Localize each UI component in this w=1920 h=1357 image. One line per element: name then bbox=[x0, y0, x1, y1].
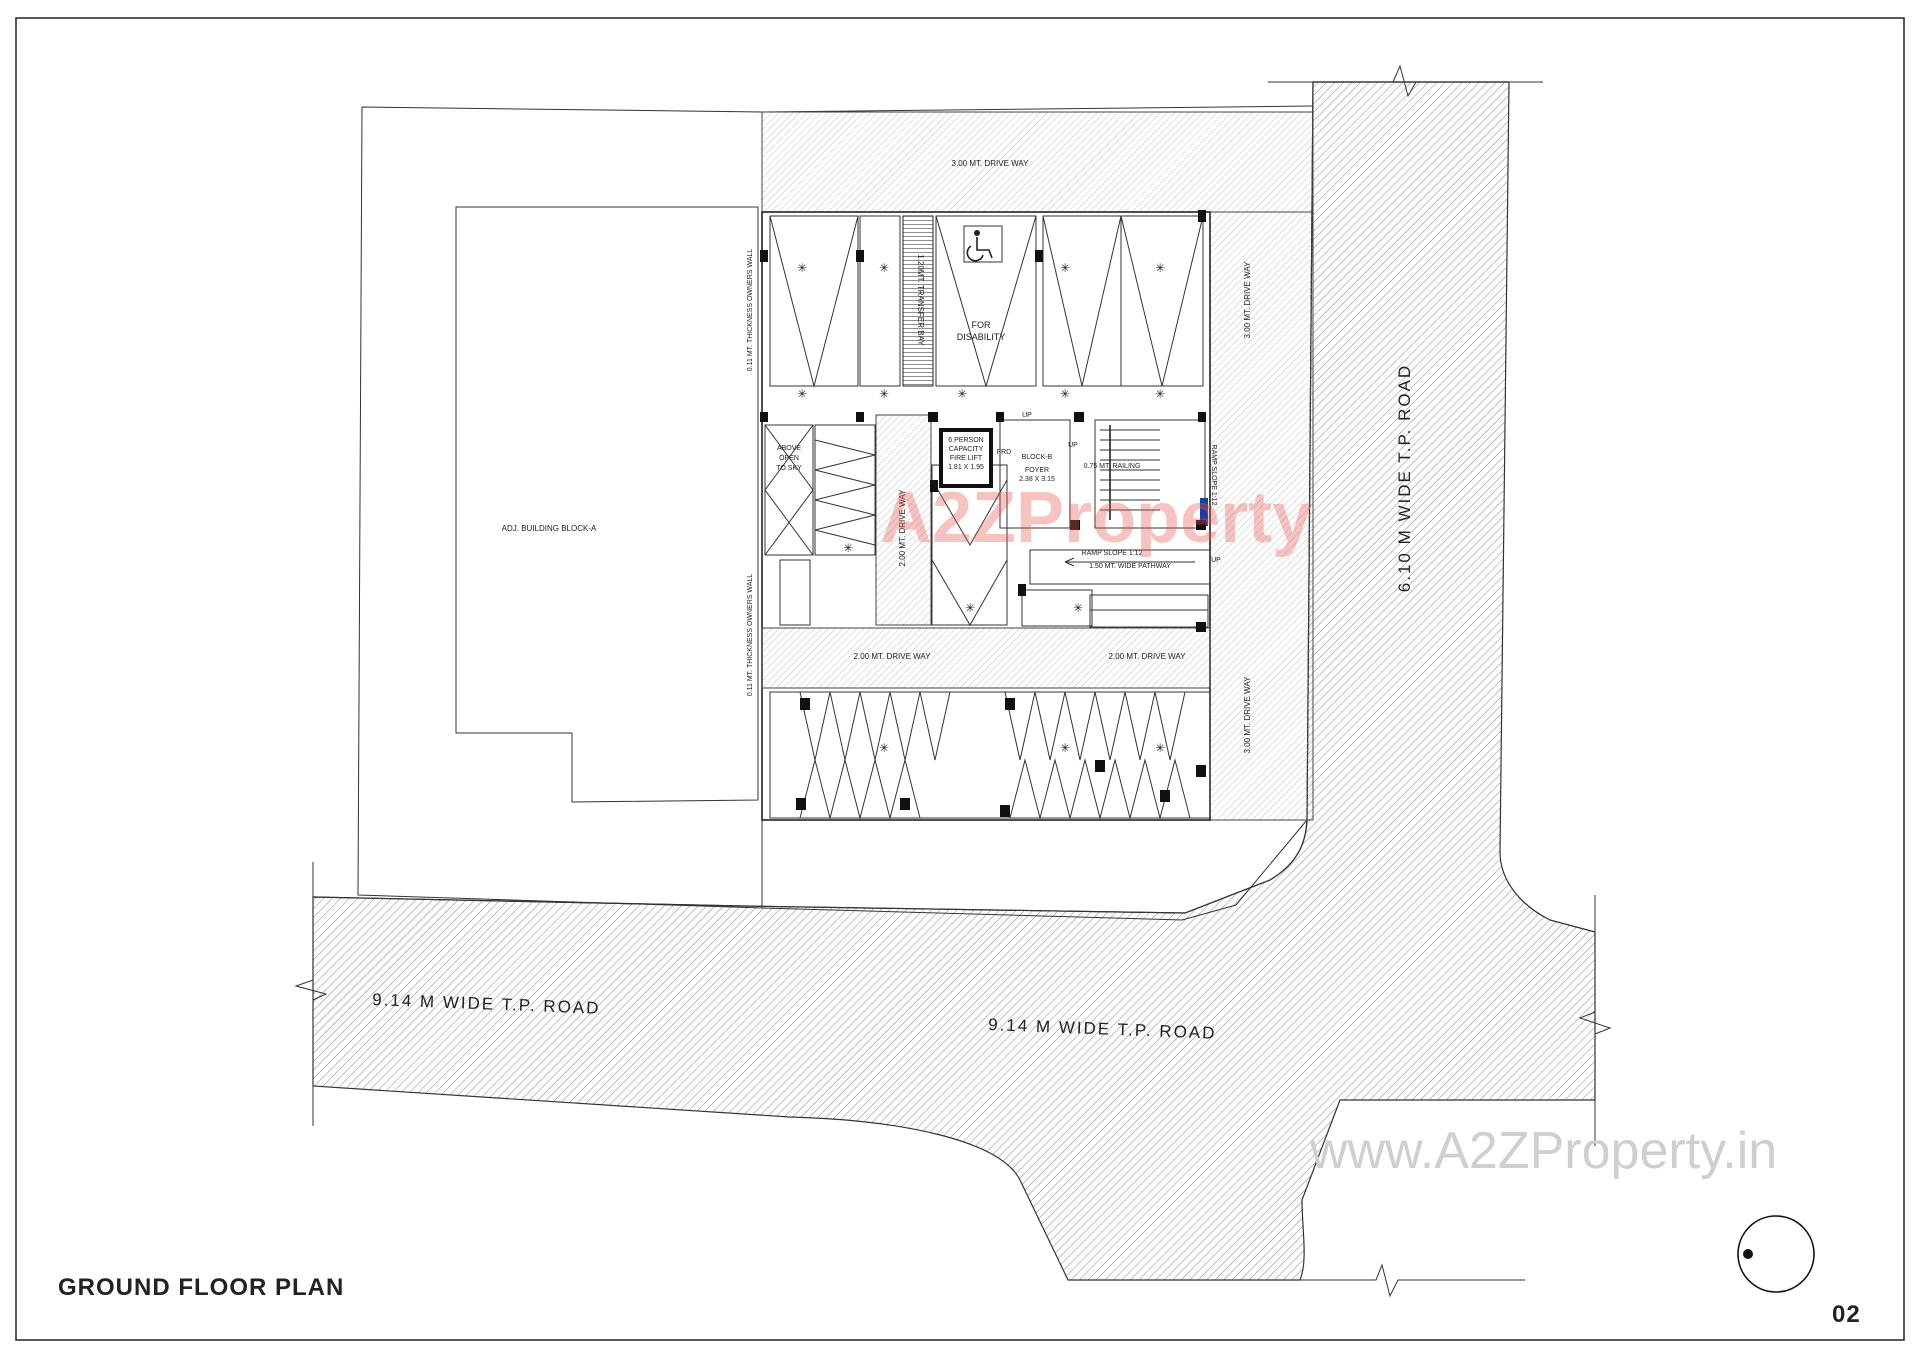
column-star-marker: ✳ bbox=[797, 261, 807, 275]
column-star-marker: ✳ bbox=[797, 387, 807, 401]
fire-lift-label-1: 6 PERSON bbox=[948, 437, 983, 444]
frd-label: FRD bbox=[997, 449, 1011, 456]
column-star-marker: ✳ bbox=[879, 741, 889, 755]
watermark-brand: A2ZProperty bbox=[880, 478, 1312, 558]
east-road-label: 6.10 M WIDE T.P. ROAD bbox=[1395, 364, 1414, 592]
block-label: BLOCK-B bbox=[1022, 454, 1053, 461]
up-label-3: UP bbox=[1211, 557, 1221, 564]
sheet-title: GROUND FLOOR PLAN bbox=[58, 1274, 344, 1301]
ramp-side-label: RAMP SLOPE 1:12 bbox=[1210, 445, 1217, 506]
for-disability-label-2: DISABILITY bbox=[957, 332, 1006, 342]
open-to-sky-label-1: ABOVE bbox=[777, 445, 801, 452]
foyer-label-1: FOYER bbox=[1025, 467, 1049, 474]
column-star-marker: ✳ bbox=[1155, 261, 1165, 275]
fire-lift-label-4: 1.81 X 1.95 bbox=[948, 464, 984, 471]
building-block-b bbox=[760, 210, 1211, 821]
road-break-marks bbox=[294, 64, 1612, 1298]
up-label-2: UP bbox=[1068, 442, 1078, 449]
up-label-1: UP bbox=[1022, 412, 1032, 419]
column-star-marker: ✳ bbox=[1060, 741, 1070, 755]
column-star-marker: ✳ bbox=[1073, 601, 1083, 615]
transfer-bay-label: 1.20MT. TRANSFER BAY bbox=[916, 254, 925, 346]
inner-driveway-left-label: 2.00 MT. DRIVE WAY bbox=[854, 652, 932, 661]
structural-columns bbox=[760, 210, 1206, 817]
for-disability-label-1: FOR bbox=[972, 320, 991, 330]
north-driveway-band bbox=[761, 111, 1314, 213]
sheet-border bbox=[15, 17, 1905, 1341]
column-star-marker: ✳ bbox=[879, 387, 889, 401]
owners-wall-upper-label: 0.11 MT. THICKNESS OWNERS WALL bbox=[747, 249, 754, 372]
column-star-marker: ✳ bbox=[1060, 387, 1070, 401]
east-driveway-lower-label: 3.00 MT. DRIVE WAY bbox=[1243, 676, 1252, 754]
north-arrow-symbol bbox=[1737, 1215, 1815, 1293]
watermark-url: www.A2ZProperty.in bbox=[1309, 1122, 1777, 1180]
column-star-marker: ✳ bbox=[879, 261, 889, 275]
north-driveway-label: 3.00 MT. DRIVE WAY bbox=[952, 159, 1030, 168]
adjacent-building-label: ADJ. BUILDING BLOCK-A bbox=[502, 524, 597, 533]
railing-label: 0.75 MT. RAILING bbox=[1084, 463, 1141, 470]
owners-wall-lower-label: 0.11 MT. THICKNESS OWNERS WALL bbox=[747, 574, 754, 697]
column-star-marker: ✳ bbox=[965, 601, 975, 615]
fire-lift-label-2: CAPACITY bbox=[949, 446, 984, 453]
sheet-number: 02 bbox=[1832, 1301, 1861, 1328]
inner-driveway-horizontal bbox=[761, 627, 1211, 689]
fire-lift-label-3: FIRE LIFT bbox=[950, 455, 983, 462]
column-star-marker: ✳ bbox=[1155, 387, 1165, 401]
inner-driveway-right-label: 2.00 MT. DRIVE WAY bbox=[1109, 652, 1187, 661]
column-star-marker: ✳ bbox=[843, 541, 853, 555]
wm-a: A2ZProperty bbox=[880, 478, 1312, 558]
column-star-marker: ✳ bbox=[957, 387, 967, 401]
inner-driveway-vertical bbox=[875, 414, 932, 626]
open-to-sky-label-2: OPEN bbox=[779, 455, 799, 462]
transfer-bay bbox=[902, 215, 934, 387]
column-star-marker: ✳ bbox=[1155, 741, 1165, 755]
east-driveway-upper-label: 3.00 MT. DRIVE WAY bbox=[1243, 261, 1252, 339]
adjacent-building-outline bbox=[455, 206, 759, 803]
open-to-sky-label-3: TO SKY bbox=[776, 465, 802, 472]
staircase bbox=[1094, 419, 1206, 529]
column-star-marker: ✳ bbox=[1060, 261, 1070, 275]
east-driveway-band bbox=[1209, 211, 1314, 821]
inner-driveway-vertical-label: 2.00 MT. DRIVE WAY bbox=[898, 489, 907, 567]
side-pathway-label: 1.50 MT. WIDE PATHWAY bbox=[1089, 563, 1171, 570]
fire-lift bbox=[939, 428, 993, 488]
foyer-label-2: 2.38 X 3.15 bbox=[1019, 476, 1055, 483]
ramp-slope-label: RAMP SLOPE 1:12 bbox=[1082, 550, 1143, 557]
